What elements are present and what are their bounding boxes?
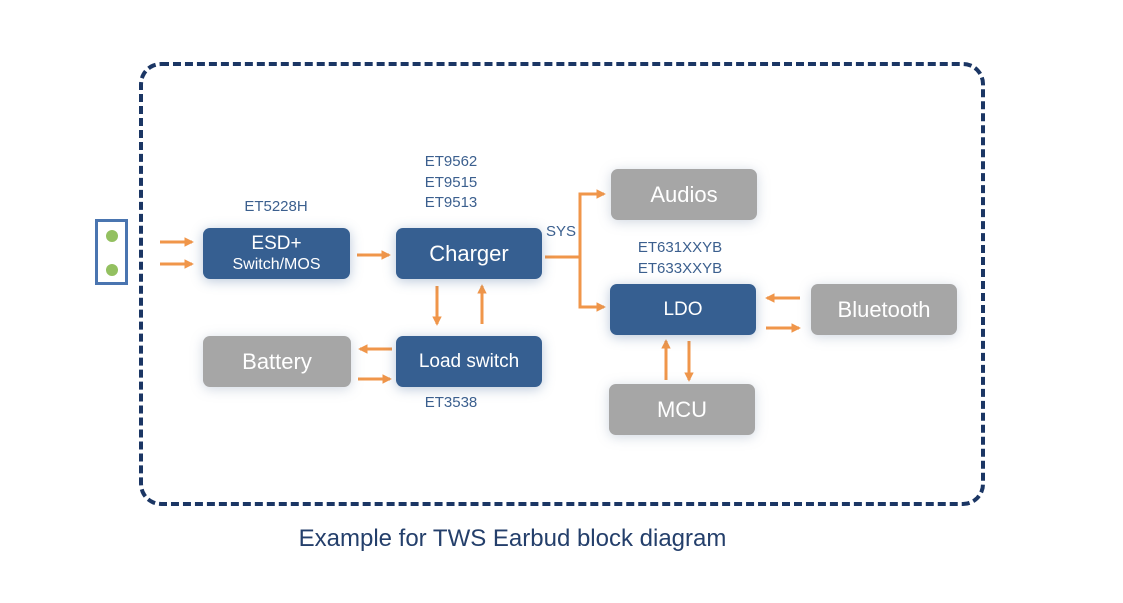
connector-pin-top [106, 230, 118, 242]
dashed-frame [139, 62, 985, 506]
charger-part-1: ET9562 [424, 153, 478, 170]
ldo-part-2: ET633XXYB [637, 260, 723, 277]
esd-part-number: ET5228H [244, 198, 308, 215]
arrow-sys-to-ldo [545, 255, 606, 312]
load-switch-block: Load switch [396, 336, 542, 387]
ldo-part-1: ET631XXYB [637, 239, 723, 256]
esd-block-line2: Switch/MOS [232, 255, 321, 273]
battery-block: Battery [203, 336, 351, 387]
sys-net-label: SYS [546, 223, 577, 240]
battery-label: Battery [242, 348, 312, 374]
mcu-label: MCU [656, 396, 708, 422]
charger-part-3: ET9513 [424, 194, 478, 211]
audios-label: Audios [650, 181, 718, 207]
charger-block: Charger [396, 228, 542, 279]
charger-part-2: ET9515 [424, 174, 478, 191]
esd-block: ESD+ Switch/MOS [203, 228, 350, 279]
ldo-label: LDO [663, 298, 703, 320]
ldo-block: LDO [610, 284, 756, 335]
charger-label: Charger [429, 240, 509, 266]
load-switch-part-number: ET3538 [424, 394, 478, 411]
usb-connector [95, 219, 128, 285]
bluetooth-label: Bluetooth [837, 296, 931, 322]
bluetooth-block: Bluetooth [811, 284, 957, 335]
audios-block: Audios [611, 169, 757, 220]
esd-block-line1: ESD+ [251, 232, 302, 254]
connector-pin-bottom [106, 264, 118, 276]
diagram-caption: Example for TWS Earbud block diagram [298, 525, 727, 552]
load-switch-label: Load switch [418, 350, 520, 372]
mcu-block: MCU [609, 384, 755, 435]
